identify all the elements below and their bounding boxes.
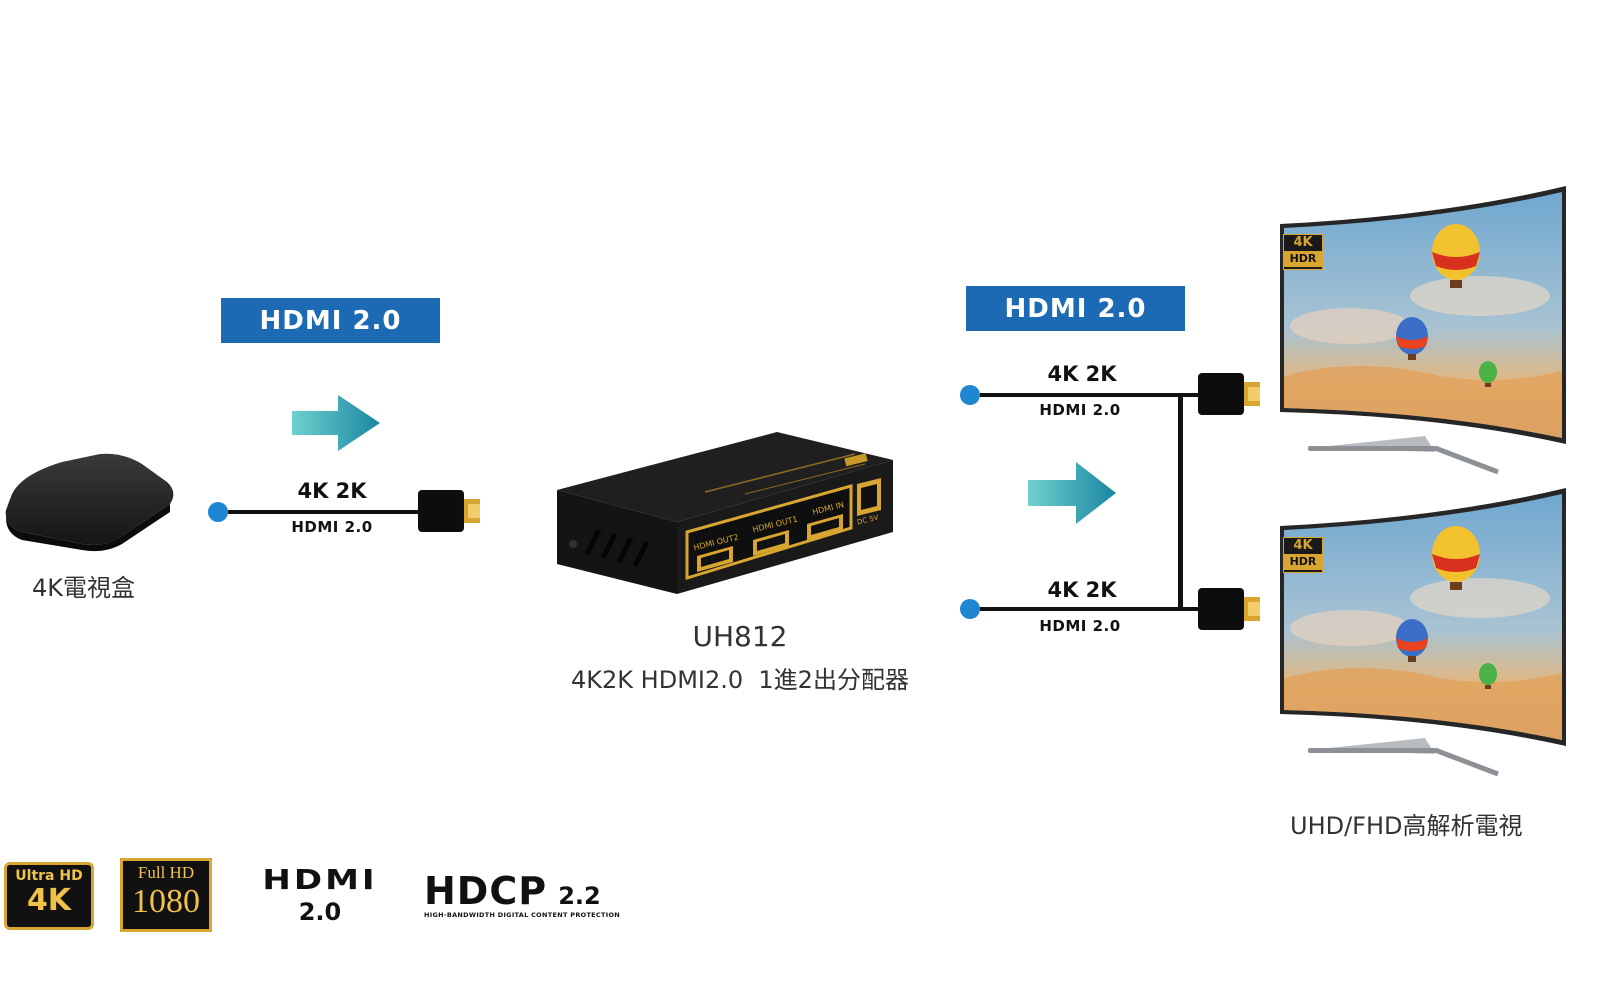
tv-1-badge-line2: HDR xyxy=(1284,251,1322,267)
tv-box-image xyxy=(2,452,177,552)
tv-2-image xyxy=(1280,488,1566,777)
tv-1-badge-line1: 4K xyxy=(1293,235,1313,250)
input-arrow-icon xyxy=(292,395,382,451)
source-label: 4K電視盒 xyxy=(32,574,136,602)
input-cable-end-dot xyxy=(208,502,228,522)
full-hd-logo-line2: 1080 xyxy=(132,883,200,920)
device-model: UH812 xyxy=(692,620,788,653)
input-hdmi-badge: HDMI 2.0 xyxy=(221,298,440,343)
hdmi-logo-line1: HDMI xyxy=(262,864,378,896)
full-hd-logo-line1: Full HD xyxy=(137,863,195,882)
output-cable-1-bottom-label: HDMI 2.0 xyxy=(1039,401,1121,419)
output-cable-2-connector-icon xyxy=(1198,588,1262,630)
tv-1-image xyxy=(1280,186,1566,475)
input-cable-bottom-label: HDMI 2.0 xyxy=(291,518,373,536)
hdcp-logo-tagline: HIGH-BANDWIDTH DIGITAL CONTENT PROTECTIO… xyxy=(424,911,621,919)
full-hd-1080-logo: Full HD 1080 xyxy=(120,858,212,932)
output-cable-1-wire xyxy=(980,393,1200,397)
input-cable-wire xyxy=(228,510,420,514)
output-cable-junction-wire xyxy=(1178,393,1183,609)
hdmi-2-logo: HDMI 2.0 xyxy=(244,862,396,932)
splitter-device-image xyxy=(555,432,895,600)
input-cable-top-label: 4K 2K xyxy=(297,479,367,503)
ultra-hd-logo-line1: Ultra HD xyxy=(15,868,83,884)
output-cable-1-end-dot xyxy=(960,385,980,405)
ultra-hd-logo-line2: 4K xyxy=(26,883,72,918)
displays-label: UHD/FHD高解析電視 xyxy=(1290,812,1523,840)
output-arrow-icon xyxy=(1028,462,1118,524)
hdcp-logo-main: HDCP xyxy=(424,869,548,913)
ultra-hd-4k-logo: Ultra HD 4K xyxy=(4,862,94,930)
input-hdmi-connector-icon xyxy=(418,490,482,532)
output-cable-1-top-label: 4K 2K xyxy=(1047,362,1117,386)
tv-2-4k-hdr-badge: 4K HDR xyxy=(1283,537,1323,573)
hdcp-logo-version: 2.2 xyxy=(558,882,601,910)
output-cable-2-wire xyxy=(980,607,1200,611)
tv-2-badge-line2: HDR xyxy=(1284,554,1322,570)
hdcp-2-2-logo: HDCP 2.2 HIGH-BANDWIDTH DIGITAL CONTENT … xyxy=(424,872,664,922)
output-cable-2-end-dot xyxy=(960,599,980,619)
tv-1-4k-hdr-badge: 4K HDR xyxy=(1283,234,1323,270)
device-description: 4K2K HDMI2.0 1進2出分配器 xyxy=(571,666,909,694)
tv-2-badge-line1: 4K xyxy=(1293,538,1313,553)
output-cable-2-bottom-label: HDMI 2.0 xyxy=(1039,617,1121,635)
output-hdmi-badge: HDMI 2.0 xyxy=(966,286,1185,331)
output-cable-1-connector-icon xyxy=(1198,373,1262,415)
hdmi-logo-line2: 2.0 xyxy=(298,898,342,926)
output-cable-2-top-label: 4K 2K xyxy=(1047,578,1117,602)
